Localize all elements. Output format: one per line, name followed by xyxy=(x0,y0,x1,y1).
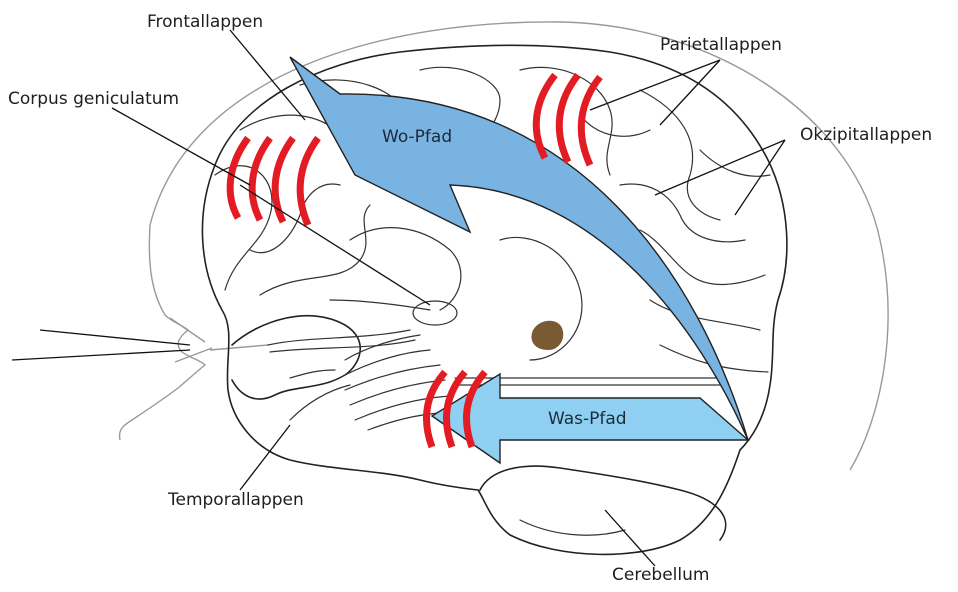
label-wo-pfad: Wo-Pfad xyxy=(382,127,452,147)
label-temporallappen: Temporallappen xyxy=(167,490,304,510)
label-corpus-geniculatum: Corpus geniculatum xyxy=(8,89,179,109)
dorsal-pathway-arrow xyxy=(290,57,748,440)
cerebellum xyxy=(480,466,726,540)
deep-structures xyxy=(330,228,582,360)
brainstem-nucleus xyxy=(531,321,563,350)
label-okzipitallappen: Okzipitallappen xyxy=(800,125,932,145)
label-frontallappen: Frontallappen xyxy=(147,12,263,32)
label-cerebellum: Cerebellum xyxy=(612,565,709,585)
label-parietallappen: Parietallappen xyxy=(660,35,782,55)
label-was-pfad: Was-Pfad xyxy=(548,409,627,429)
face-profile xyxy=(120,225,268,440)
